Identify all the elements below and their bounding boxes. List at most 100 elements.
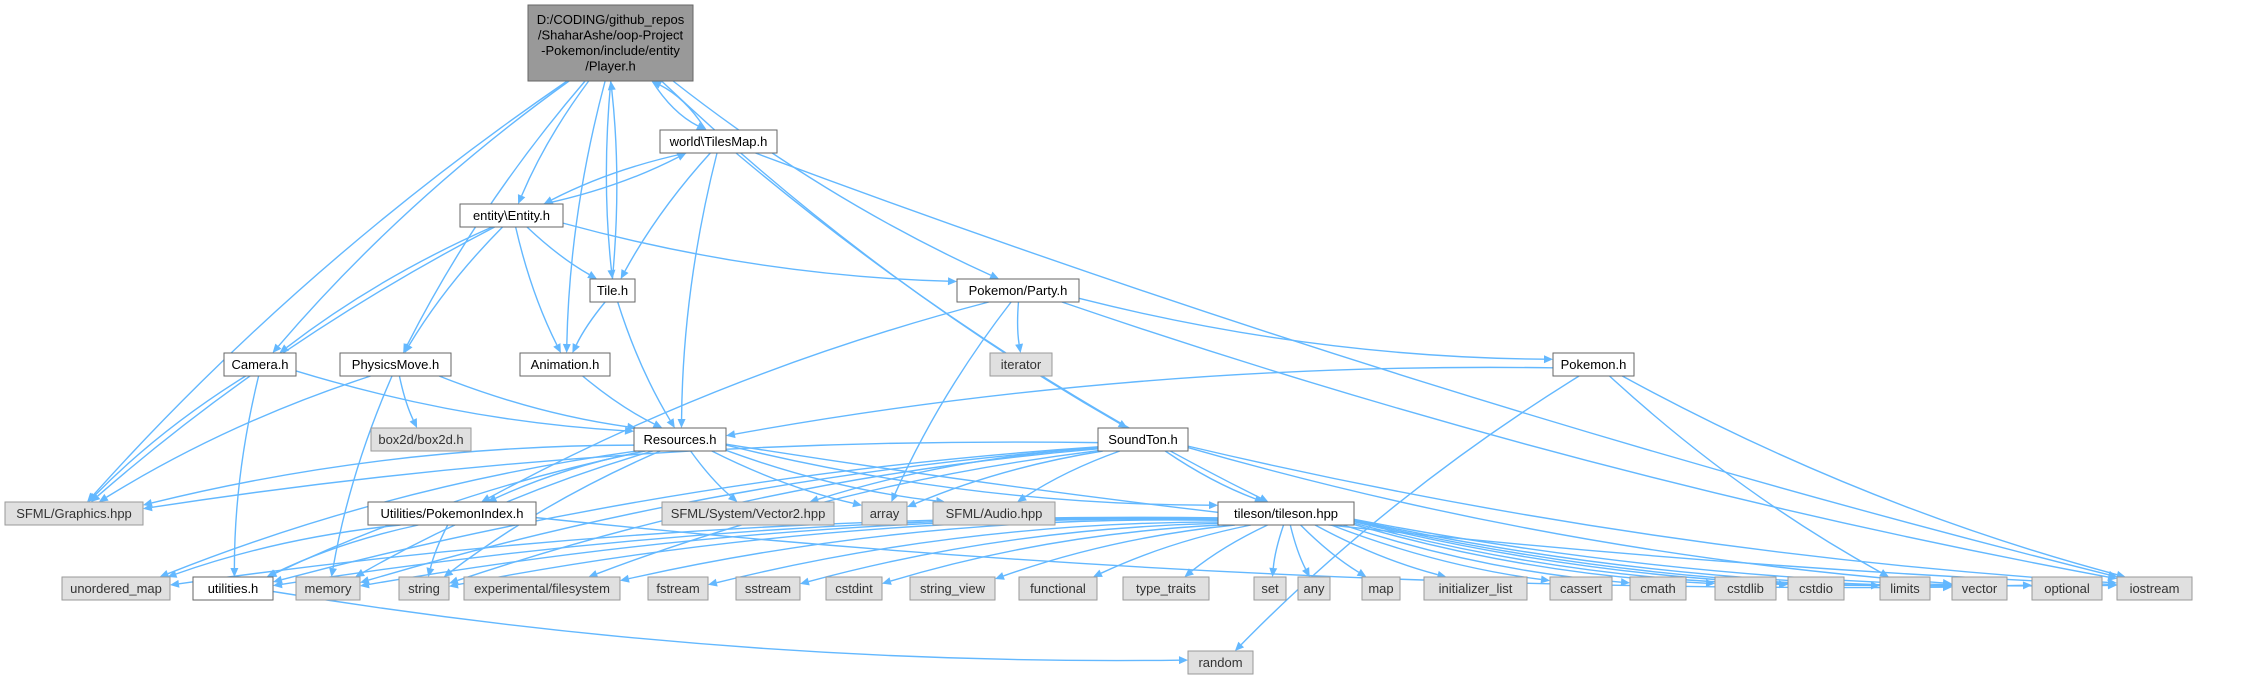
node-label-string_view: string_view: [920, 581, 986, 596]
edge-tileson-to-sstream: [808, 522, 1219, 583]
node-cassert: cassert: [1549, 576, 1613, 601]
node-label-memory: memory: [305, 581, 352, 596]
node-box-cassert: [1549, 576, 1613, 601]
node-box-functional: [1018, 576, 1098, 601]
node-label-any: any: [1304, 581, 1325, 596]
node-physicsmove[interactable]: PhysicsMove.h: [339, 352, 452, 377]
node-box-tileson: [1217, 501, 1355, 526]
node-fstream: fstream: [647, 576, 709, 601]
arrowhead-player-to-entity: [517, 194, 526, 204]
arrowhead-player-to-animation: [562, 343, 571, 353]
node-party[interactable]: Pokemon/Party.h: [956, 278, 1080, 303]
node-iostream: iostream: [2116, 576, 2193, 601]
node-soundton[interactable]: SoundTon.h: [1097, 427, 1189, 452]
node-label-tile: Tile.h: [597, 283, 628, 298]
node-box2d: box2d/box2d.h: [370, 427, 472, 452]
node-initializer_list: initializer_list: [1423, 576, 1528, 601]
edge-animation-to-resources: [582, 375, 655, 425]
node-box-initializer_list: [1423, 576, 1528, 601]
arrowhead-utilities-to-random: [1178, 656, 1188, 665]
arrowhead-tileson-to-utilities: [273, 580, 283, 589]
node-label-animation: Animation.h: [531, 357, 600, 372]
node-label-limits: limits: [1890, 581, 1920, 596]
node-player[interactable]: D:/CODING/github_repos/ShaharAshe/oop-Pr…: [527, 4, 694, 82]
node-sfmlgraphics: SFML/Graphics.hpp: [4, 501, 144, 526]
node-set: set: [1253, 576, 1287, 601]
node-box-box2d: [370, 427, 472, 452]
arrowhead-resources-to-string: [443, 568, 454, 577]
arrowhead-soundton-to-sfmlgraphics: [143, 503, 153, 512]
node-box-set: [1253, 576, 1287, 601]
node-label-vector2: SFML/System/Vector2.hpp: [671, 506, 826, 521]
edge-party-to-iterator: [1016, 301, 1020, 345]
edge-pokemonindex-to-utilities: [274, 524, 419, 574]
node-box-animation: [519, 352, 611, 377]
node-resources[interactable]: Resources.h: [633, 427, 727, 452]
node-label-player: /Player.h: [585, 59, 636, 74]
node-functional: functional: [1018, 576, 1098, 601]
node-box-iterator: [989, 352, 1053, 377]
node-box-cstdio: [1787, 576, 1845, 601]
edge-tile-to-resources: [617, 301, 671, 421]
node-string: string: [398, 576, 450, 601]
node-label-player: -Pokemon/include/entity: [541, 43, 680, 58]
arrowhead-resources-to-pokemonindex: [487, 494, 498, 502]
edge-tileson-to-map: [1300, 524, 1360, 573]
arrowhead-entity-to-party: [947, 277, 957, 286]
node-box-memory: [295, 576, 361, 601]
node-box-pokemon: [1552, 352, 1635, 377]
node-limits: limits: [1879, 576, 1931, 601]
arrowhead-camera-to-utilities: [230, 567, 239, 577]
node-label-iterator: iterator: [1001, 357, 1042, 372]
node-entity[interactable]: entity\Entity.h: [459, 203, 564, 228]
node-pokemon[interactable]: Pokemon.h: [1552, 352, 1635, 377]
node-label-set: set: [1261, 581, 1279, 596]
edge-physicsmove-to-sfmlgraphics: [106, 375, 371, 498]
edge-soundton-to-vector: [1187, 446, 1944, 584]
node-tileson[interactable]: tileson/tileson.hpp: [1217, 501, 1355, 526]
arrowhead-tilesmap-to-resources: [677, 418, 686, 428]
edge-physicsmove-to-resources: [438, 375, 628, 428]
arrowhead-tileson-to-string_view: [995, 572, 1005, 580]
edge-soundton-to-string: [457, 448, 1099, 582]
node-label-sfmlaudio: SFML/Audio.hpp: [946, 506, 1043, 521]
node-utilities[interactable]: utilities.h: [192, 576, 274, 601]
edge-camera-to-resources: [295, 370, 626, 432]
node-iterator: iterator: [989, 352, 1053, 377]
node-label-cassert: cassert: [1560, 581, 1602, 596]
edge-tileson-to-cstdint: [890, 524, 1220, 582]
node-tile[interactable]: Tile.h: [589, 278, 636, 303]
edge-entity-to-camera: [286, 226, 493, 349]
arrowhead-tile-to-animation: [572, 343, 580, 353]
node-vector: vector: [1951, 576, 2008, 601]
node-tilesmap[interactable]: world\TilesMap.h: [659, 129, 778, 154]
node-box-party: [956, 278, 1080, 303]
node-box-tile: [589, 278, 636, 303]
edge-resources-to-string: [450, 450, 661, 573]
arrowhead-soundton-to-tileson: [1253, 495, 1264, 503]
arrowhead-pokemonindex-to-utilities: [266, 569, 277, 577]
node-label-array: array: [870, 506, 900, 521]
node-animation[interactable]: Animation.h: [519, 352, 611, 377]
node-box-resources: [633, 427, 727, 452]
edge-tileson-to-optional: [1353, 519, 2024, 587]
node-pokemonindex[interactable]: Utilities/PokemonIndex.h: [367, 501, 537, 526]
arrowhead-resources-to-vector2: [727, 493, 738, 502]
node-label-resources: Resources.h: [644, 432, 717, 447]
node-label-vector: vector: [1962, 581, 1998, 596]
node-camera[interactable]: Camera.h: [223, 352, 297, 377]
node-type_traits: type_traits: [1122, 576, 1210, 601]
node-box-optional: [2031, 576, 2103, 601]
edge-resources-to-pokemonindex: [495, 450, 645, 499]
edge-tileson-to-filesystem: [628, 519, 1219, 580]
arrowhead-resources-to-tileson: [1208, 501, 1218, 510]
node-label-box2d: box2d/box2d.h: [378, 432, 463, 447]
node-label-cstdio: cstdio: [1799, 581, 1833, 596]
node-label-cstdint: cstdint: [835, 581, 873, 596]
arrowhead-tileson-to-string: [449, 580, 459, 589]
node-box-any: [1297, 576, 1331, 601]
edge-soundton-to-utilities: [281, 446, 1099, 581]
edge-tile-to-animation: [575, 301, 606, 346]
edge-player-to-tilesmap: [651, 80, 699, 127]
edge-soundton-to-tileson: [1164, 450, 1256, 500]
